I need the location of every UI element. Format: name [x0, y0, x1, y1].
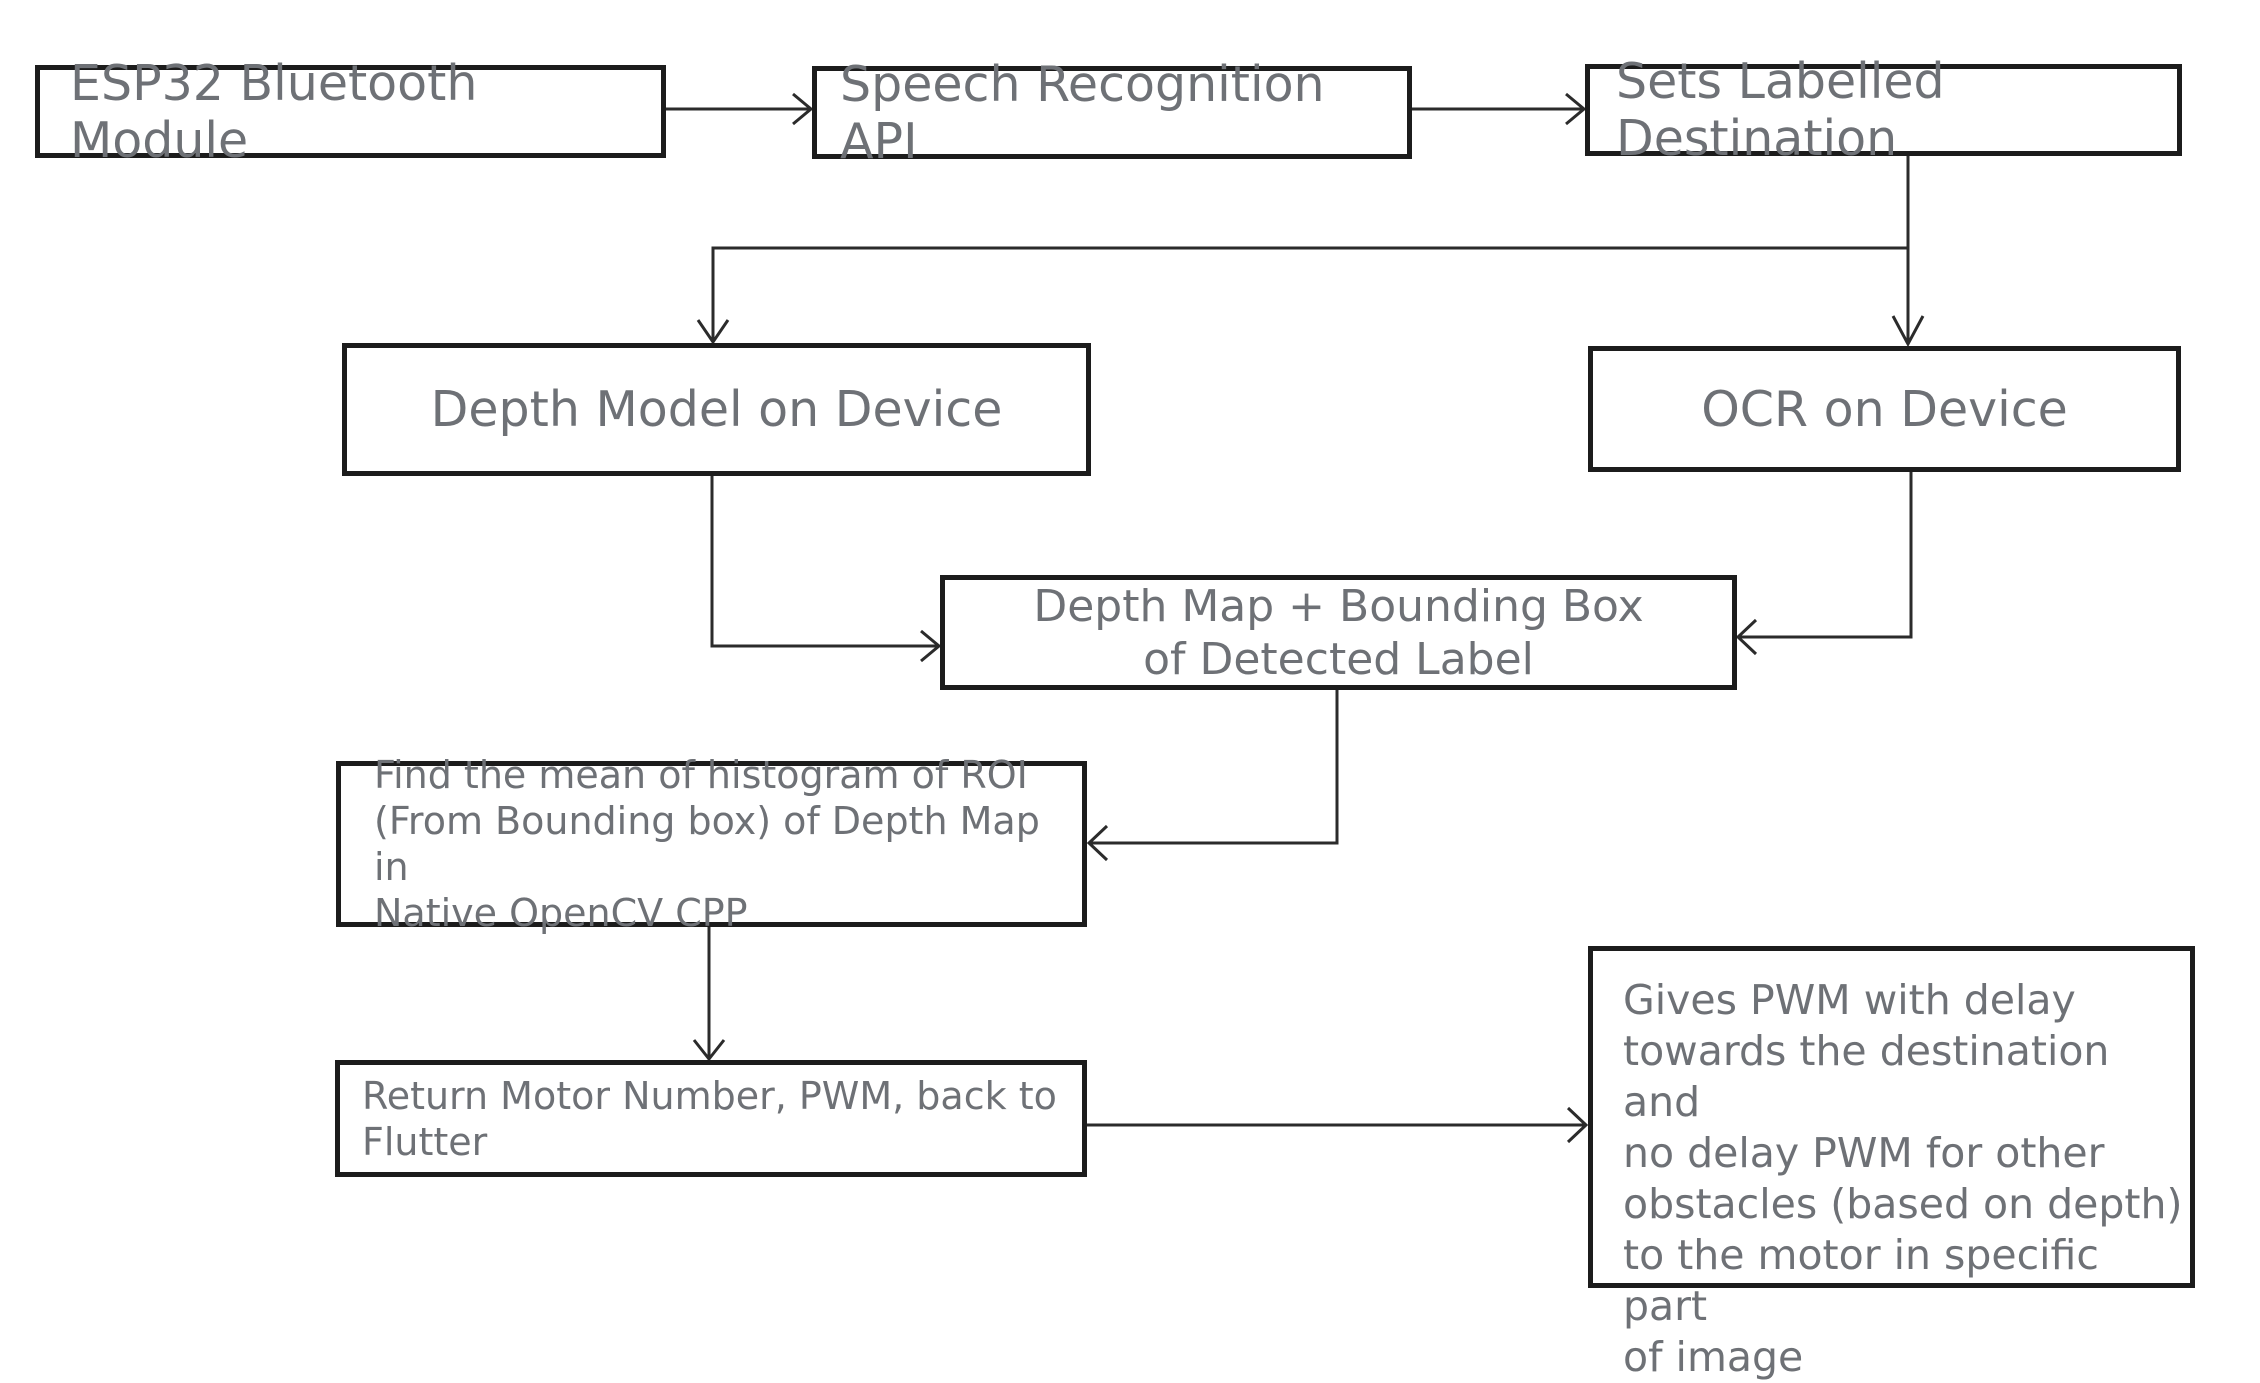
arrowhead-ocr [1891, 315, 1925, 348]
arrowhead-gives-pwm [1566, 1106, 1589, 1144]
arrowhead-sets [1565, 92, 1587, 126]
arrowhead-return [692, 1039, 726, 1062]
arrowhead-speech [792, 92, 814, 126]
depth-model-label: Depth Model on Device [430, 381, 1003, 438]
arrowhead-depth-map-right [1735, 618, 1758, 656]
gives-pwm-label: Gives PWM with delay towards the destina… [1623, 976, 2183, 1381]
gives-pwm-box: Gives PWM with delay towards the destina… [1588, 946, 2195, 1381]
depth-map-bounding-box-box: Depth Map + Bounding Box of Detected Lab… [940, 575, 1737, 690]
depth-map-label: Depth Map + Bounding Box of Detected Lab… [1033, 580, 1644, 685]
depth-model-box: Depth Model on Device [342, 343, 1091, 476]
speech-recognition-api-box: Speech Recognition API [812, 56, 1412, 170]
ocr-on-device-box: OCR on Device [1588, 346, 2181, 472]
return-motor-box: Return Motor Number, PWM, back to Flutte… [335, 1060, 1087, 1177]
arrowhead-depth-map-left [920, 629, 942, 663]
return-motor-label: Return Motor Number, PWM, back to Flutte… [362, 1073, 1057, 1164]
sets-labelled-destination-box: Sets Labelled Destination [1585, 53, 2182, 167]
edge-ocr-to-depth-map [1739, 472, 1913, 639]
edge-depth-map-to-histogram [1089, 690, 1339, 845]
histogram-mean-box: Find the mean of histogram of ROI (From … [336, 753, 1087, 935]
arrowhead-histogram [1086, 824, 1109, 862]
speech-label: Speech Recognition API [840, 55, 1325, 170]
esp32-label: ESP32 Bluetooth Module [70, 54, 478, 169]
ocr-label: OCR on Device [1701, 380, 2068, 438]
arrowhead-depth-model [696, 319, 730, 345]
esp32-bluetooth-module-box: ESP32 Bluetooth Module [35, 55, 666, 169]
edge-depth-model-to-depth-map [710, 476, 938, 648]
histogram-label: Find the mean of histogram of ROI (From … [374, 753, 1040, 935]
sets-label: Sets Labelled Destination [1616, 53, 1945, 167]
connector-layer [666, 92, 1925, 1144]
edge-sets-to-depth-model [711, 246, 1908, 341]
